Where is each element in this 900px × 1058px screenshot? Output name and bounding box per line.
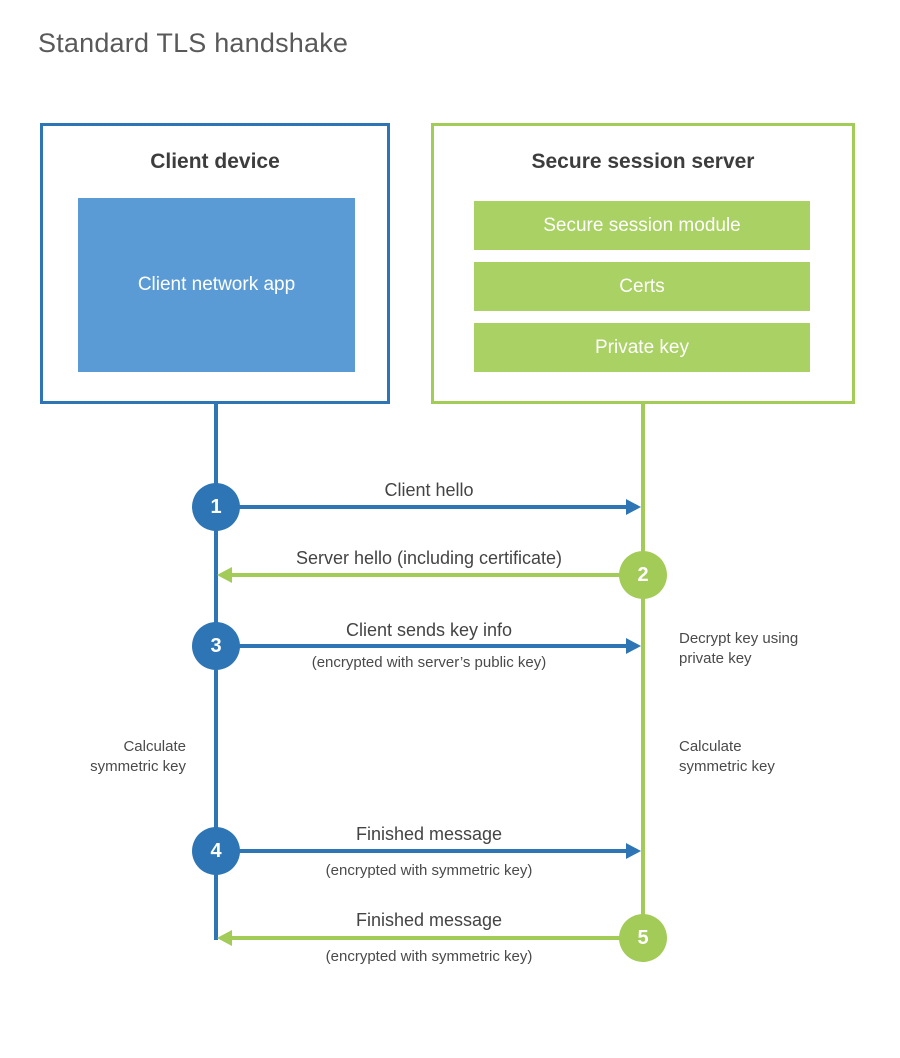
step3-number: 3 <box>210 634 222 657</box>
step4-number: 4 <box>210 839 222 862</box>
step5-arrow-line <box>231 936 643 940</box>
calculate-symmetric-key-note-client: Calculate symmetric key <box>90 738 186 776</box>
step2-label: Server hello (including certificate) <box>295 548 563 568</box>
server-module-bar: Secure session module <box>474 201 810 250</box>
server-private-key-bar: Private key <box>474 323 810 372</box>
step3-label: Client sends key info <box>345 620 513 640</box>
step4-arrow-line <box>216 849 627 853</box>
server-lifeline <box>641 404 645 962</box>
step1-arrowhead-icon <box>626 499 641 515</box>
step2-circle: 2 <box>619 551 667 599</box>
step5-label: Finished message <box>355 910 503 930</box>
step4-arrowhead-icon <box>626 843 641 859</box>
client-network-app-label: Client network app <box>137 274 296 296</box>
step2-arrowhead-icon <box>217 567 232 583</box>
page-title: Standard TLS handshake <box>38 28 349 58</box>
secure-session-server-box: Secure session server Secure session mod… <box>431 123 855 404</box>
step5-sublabel: (encrypted with symmetric key) <box>325 948 533 965</box>
step5-circle: 5 <box>619 914 667 962</box>
step1-label: Client hello <box>384 480 474 500</box>
step4-label: Finished message <box>355 824 503 844</box>
step1-circle: 1 <box>192 483 240 531</box>
step1-number: 1 <box>210 495 222 518</box>
step3-circle: 3 <box>192 622 240 670</box>
server-certs-bar: Certs <box>474 262 810 311</box>
client-device-box: Client device Client network app <box>40 123 390 404</box>
client-lifeline <box>214 404 218 940</box>
client-network-app-box: Client network app <box>78 198 355 372</box>
step1-arrow-line <box>216 505 627 509</box>
step5-arrowhead-icon <box>217 930 232 946</box>
step4-sublabel: (encrypted with symmetric key) <box>325 862 533 879</box>
decrypt-key-note: Decrypt key using private key <box>679 630 799 668</box>
secure-session-server-title: Secure session server <box>531 150 755 173</box>
step4-circle: 4 <box>192 827 240 875</box>
step3-arrowhead-icon <box>626 638 641 654</box>
client-device-title: Client device <box>150 150 280 173</box>
step3-sublabel: (encrypted with server’s public key) <box>311 654 547 671</box>
step5-number: 5 <box>637 926 649 949</box>
step2-arrow-line <box>231 573 643 577</box>
calculate-symmetric-key-note-server: Calculate symmetric key <box>679 738 775 776</box>
step3-arrow-line <box>216 644 627 648</box>
step2-number: 2 <box>637 563 649 586</box>
